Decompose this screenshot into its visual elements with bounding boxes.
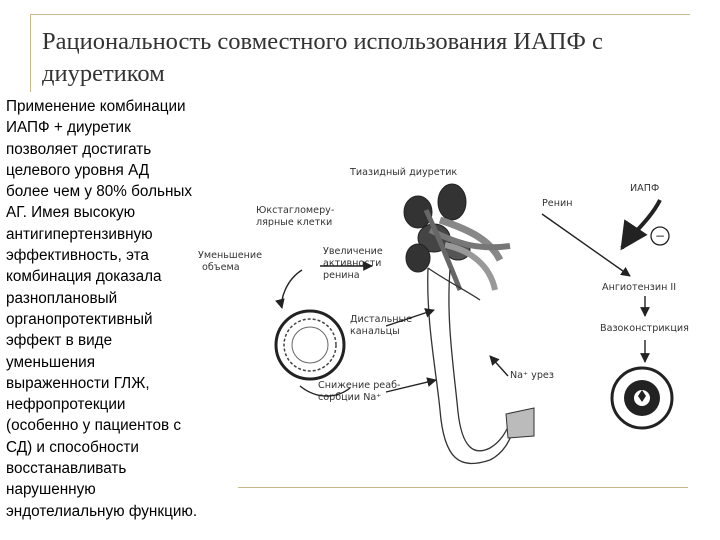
label-distal-1: Дистальные bbox=[350, 314, 412, 325]
body-line: эндотелиальную функцию. bbox=[6, 501, 242, 522]
label-thiazide: Тиазидный диуретик bbox=[349, 167, 457, 178]
label-renin-incr-3: ренина bbox=[323, 270, 360, 281]
label-acei: ИАПФ bbox=[630, 183, 659, 194]
label-renin-incr-1: Увеличение bbox=[323, 246, 383, 257]
slide-title: Рациональность совместного использования… bbox=[42, 26, 702, 90]
inhibition-minus-icon: − bbox=[651, 227, 669, 245]
label-juxta-1: Юкстагломеру- bbox=[256, 205, 334, 216]
title-line: Рациональность совместного использования… bbox=[42, 26, 702, 58]
svg-text:−: − bbox=[655, 229, 665, 243]
label-reabsorption-2: сорбции Na⁺ bbox=[318, 392, 381, 403]
label-juxta-2: лярные клетки bbox=[256, 217, 332, 228]
body-line: Применение комбинации bbox=[6, 96, 242, 117]
label-renin-incr-2: активности bbox=[323, 258, 381, 269]
title-line: диуретиком bbox=[42, 58, 702, 90]
label-volume-2: объема bbox=[202, 262, 240, 273]
frame-top-rule bbox=[30, 14, 690, 15]
label-renin: Ренин bbox=[542, 198, 572, 209]
vessel-cross-section-left bbox=[276, 311, 344, 379]
body-line: ИАПФ + диуретик bbox=[6, 117, 242, 138]
label-angiotensin: Ангиотензин II bbox=[602, 282, 676, 293]
collecting-segment bbox=[506, 408, 534, 438]
vessel-cross-section-right bbox=[612, 368, 672, 428]
label-volume-1: Уменьшение bbox=[198, 250, 262, 261]
glomerulus-cluster bbox=[404, 184, 510, 290]
label-distal-2: канальцы bbox=[350, 326, 400, 337]
label-vasoconstriction: Вазоконстрикция bbox=[600, 323, 689, 334]
frame-vertical-rule bbox=[30, 14, 31, 92]
label-reabsorption-1: Снижение реаб- bbox=[318, 380, 400, 391]
label-na-urea: Na⁺ урез bbox=[510, 370, 554, 381]
nephron-diagram: Тиазидный диуретик Юкстагломеру- лярные … bbox=[190, 150, 710, 490]
